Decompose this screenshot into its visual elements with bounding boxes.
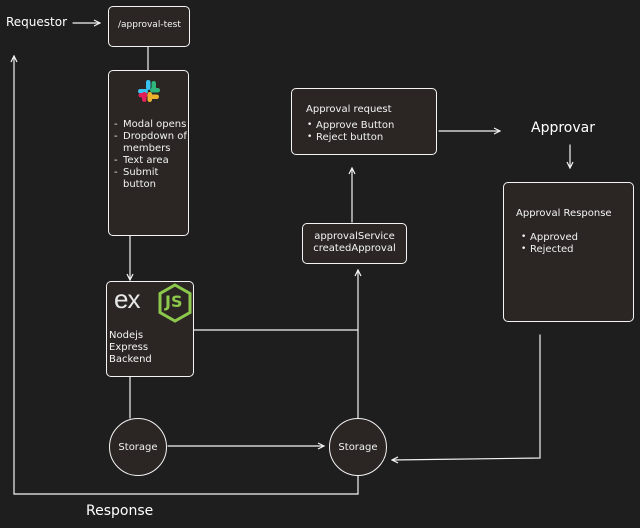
modal-steps-list: Modal opens Dropdown of members Text are… [114, 119, 188, 191]
backend-line-1: Nodejs [109, 330, 144, 341]
nodejs-logo-text: JS [165, 292, 183, 311]
storage-left-node: Storage [109, 418, 167, 476]
slash-command-box: /approval-test [108, 6, 190, 47]
approval-service-line-2: createdApproval [313, 243, 396, 254]
storage-left-label: Storage [118, 441, 158, 453]
slack-icon [137, 79, 161, 103]
approval-request-item: Approve Button [307, 119, 394, 132]
response-label: Response [86, 503, 154, 519]
slack-modal-box: Modal opens Dropdown of members Text are… [108, 70, 189, 236]
approval-request-box: Approval request Approve Button Reject b… [291, 88, 437, 155]
modal-step: Dropdown of members [114, 131, 188, 155]
slash-command-text: /approval-test [118, 20, 181, 30]
express-logo: ex [114, 284, 140, 314]
approval-response-list: Approved Rejected [521, 231, 578, 256]
approval-request-item: Reject button [307, 131, 394, 144]
modal-step: Text area [114, 155, 188, 167]
nodejs-hexagon-icon: JS [157, 283, 193, 323]
backend-line-2: Express Backend [109, 342, 152, 365]
approval-response-title: Approval Response [516, 208, 612, 219]
approval-request-title: Approval request [306, 104, 392, 115]
arrow-response-loop [14, 56, 359, 495]
approval-request-list: Approve Button Reject button [307, 119, 394, 144]
approval-service-line-1: approvalService [314, 231, 395, 242]
storage-right-label: Storage [338, 441, 378, 453]
arrow-response-to-storage [392, 334, 541, 460]
storage-right-node: Storage [329, 418, 387, 476]
backend-box: ex JS Nodejs Express Backend [106, 281, 194, 377]
requestor-label: Requestor [6, 15, 68, 29]
approval-response-box: Approval Response Approved Rejected [503, 182, 634, 322]
approval-response-item: Rejected [521, 243, 578, 256]
modal-step: Modal opens [114, 119, 188, 131]
modal-step: Submit button [114, 167, 188, 191]
approvar-label: Approvar [531, 120, 595, 136]
approval-service-box: approvalService createdApproval [302, 223, 407, 264]
approval-response-item: Approved [521, 231, 578, 244]
